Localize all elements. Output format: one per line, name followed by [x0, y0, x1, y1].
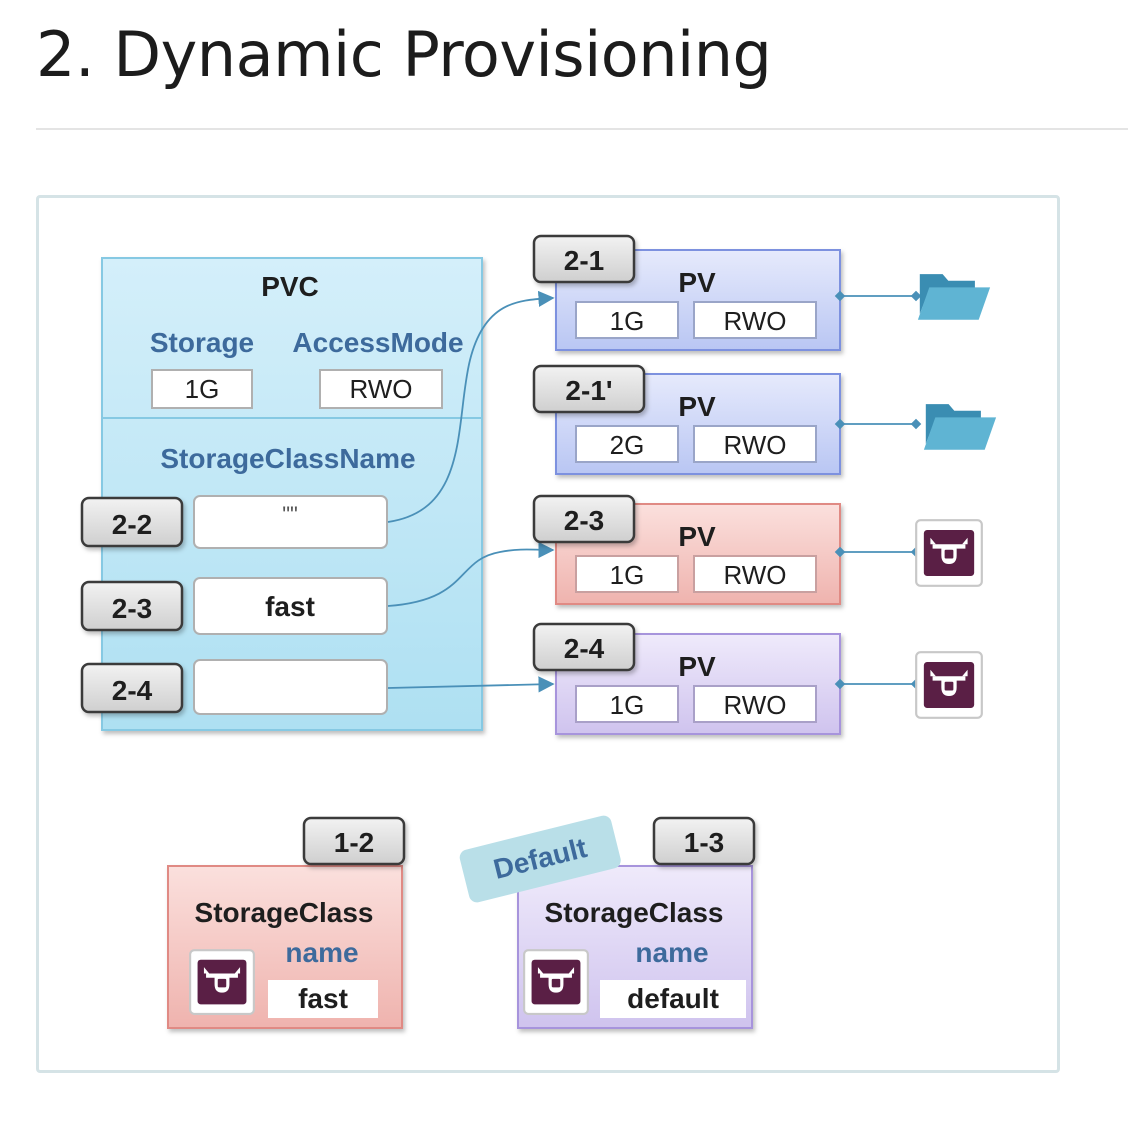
pvc-storage-field — [151, 369, 253, 409]
badge-2-3-pv — [532, 494, 636, 544]
badge-1-3 — [652, 816, 756, 866]
scn-field-unset — [193, 659, 388, 715]
badge-2-3-pvc — [80, 580, 184, 632]
pv-2-1-prime-title: PV — [678, 391, 716, 422]
storage-provisioner-icon — [915, 519, 983, 587]
pv-2-1-prime-mode-field — [693, 425, 817, 463]
pv-2-3-size: 1G — [610, 560, 645, 590]
title-divider — [36, 128, 1128, 130]
binding-connectors — [387, 290, 555, 693]
badge-2-4-pv — [532, 622, 636, 672]
pv-2-3-size-field — [575, 555, 679, 593]
storage-provisioner-icon — [915, 651, 983, 719]
pv-2-1-mode-field — [693, 301, 817, 339]
badge-1-3-label: 1-3 — [684, 827, 724, 858]
pvc-container — [101, 257, 483, 731]
folder-icon — [917, 274, 991, 320]
badge-2-1-prime — [532, 364, 646, 414]
badge-2-3-pvc-label: 2-3 — [112, 593, 152, 624]
badge-2-1-label: 2-1 — [564, 245, 604, 276]
storage-provisioner-icon — [523, 949, 589, 1015]
scn-value-empty-string: "" — [282, 502, 298, 527]
pv-2-4-mode-field — [693, 685, 817, 723]
connector-2-4-to-2-4 — [387, 676, 555, 693]
badge-2-4-pvc — [80, 662, 184, 714]
badge-2-3-pv-label: 2-3 — [564, 505, 604, 536]
pv-2-3: PV 1G RWO 2-3 — [532, 494, 841, 605]
badge-1-2 — [302, 816, 406, 866]
backend-connectors — [834, 290, 922, 690]
pvc-accessmode-label: AccessMode — [292, 327, 463, 358]
pv-2-1-prime-size: 2G — [610, 430, 645, 460]
badge-2-4-pv-label: 2-4 — [564, 633, 605, 664]
pv-2-4: PV 1G RWO 2-4 — [532, 622, 841, 735]
pvc-block: PVC Storage AccessMode 1G RWO StorageCla… — [80, 257, 483, 731]
badge-1-2-label: 1-2 — [334, 827, 374, 858]
pv-2-1: PV 1G RWO 2-1 — [532, 234, 841, 351]
connector-2-3-to-2-3 — [387, 541, 555, 607]
pvc-storage-value: 1G — [185, 374, 220, 404]
storageclass-default: StorageClass name default 1-3 Default — [459, 815, 756, 1029]
pvc-storageclassname-label: StorageClassName — [160, 443, 415, 474]
pv-2-4-title: PV — [678, 651, 716, 682]
storageclass-default-name-value: default — [627, 983, 719, 1014]
storageclass-default-name-label: name — [635, 937, 708, 968]
storage-provisioner-icon — [189, 949, 255, 1015]
pv-2-1-prime-size-field — [575, 425, 679, 463]
pv-2-4-mode: RWO — [723, 690, 786, 720]
storageclass-fast-name-label: name — [285, 937, 358, 968]
badge-2-2-label: 2-2 — [112, 509, 152, 540]
pv-2-3-mode: RWO — [723, 560, 786, 590]
pv-2-1-prime: PV 2G RWO 2-1' — [532, 364, 841, 475]
storageclass-default-name-field — [600, 980, 746, 1018]
pvc-storage-label: Storage — [150, 327, 254, 358]
badge-2-1 — [532, 234, 636, 284]
badge-2-2 — [80, 496, 184, 548]
pv-2-4-size-field — [575, 685, 679, 723]
pv-2-3-title: PV — [678, 521, 716, 552]
pv-2-1-size: 1G — [610, 306, 645, 336]
page-title: 2. Dynamic Provisioning — [36, 18, 772, 91]
storageclass-fast: StorageClass name fast 1-2 — [167, 816, 406, 1029]
storageclass-default-title: StorageClass — [545, 897, 724, 928]
pvc-accessmode-value: RWO — [349, 374, 412, 404]
storageclass-fast-title: StorageClass — [195, 897, 374, 928]
scn-value-fast: fast — [265, 591, 315, 622]
scn-field-fast — [193, 577, 388, 635]
storageclass-fast-name-value: fast — [298, 983, 348, 1014]
pv-2-1-size-field — [575, 301, 679, 339]
pv-2-1-prime-mode: RWO — [723, 430, 786, 460]
default-tag: Default — [459, 815, 621, 903]
pv-2-3-mode-field — [693, 555, 817, 593]
pv-2-1-mode: RWO — [723, 306, 786, 336]
badge-2-4-pvc-label: 2-4 — [112, 675, 153, 706]
pv-2-4-size: 1G — [610, 690, 645, 720]
pv-2-1-title: PV — [678, 267, 716, 298]
storageclass-fast-name-field — [268, 980, 378, 1018]
pvc-accessmode-field — [319, 369, 443, 409]
folder-icon — [923, 404, 997, 450]
connector-2-2-to-2-1 — [387, 290, 555, 523]
pvc-title: PVC — [261, 271, 319, 302]
badge-2-1-prime-label: 2-1' — [565, 375, 612, 406]
scn-field-empty-string — [193, 495, 388, 549]
